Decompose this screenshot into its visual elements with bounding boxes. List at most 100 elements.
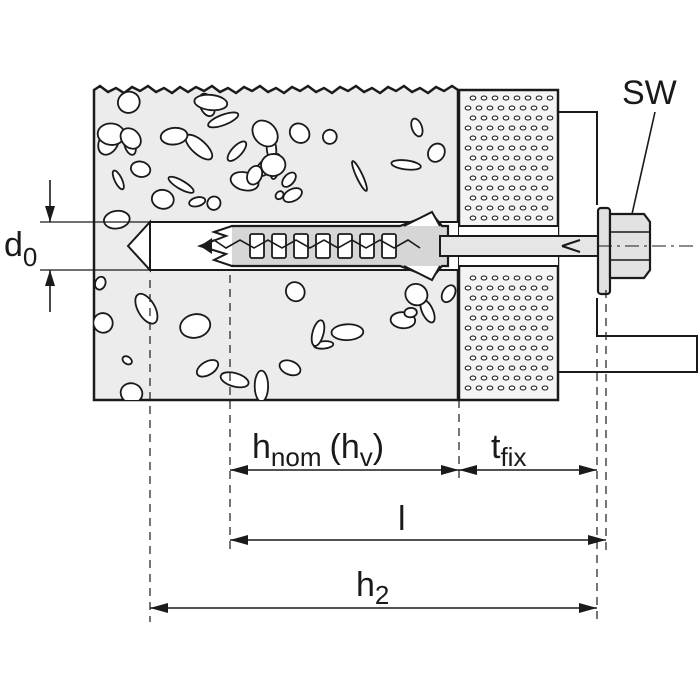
fixture-dot: [469, 195, 477, 201]
aggregate-pebble: [193, 93, 229, 112]
aggregate-pebble: [410, 117, 424, 138]
screw-tip: [200, 238, 212, 254]
fixture-dot: [546, 155, 554, 161]
fixture-dot: [513, 135, 521, 141]
fixture-dot: [464, 385, 472, 391]
fixture-dot: [513, 355, 521, 361]
aggregate-pebble: [119, 127, 142, 150]
fixture-dot: [464, 305, 472, 311]
aggregate-pebble: [130, 160, 152, 178]
fixture-dot: [519, 125, 527, 131]
aggregate-pebble: [226, 140, 248, 162]
fixture-dot: [519, 385, 527, 391]
fixture-dot: [469, 155, 477, 161]
plug-wing-top: [403, 210, 441, 227]
aggregate-pebble: [167, 175, 195, 194]
fixture-dot: [508, 325, 516, 331]
plug-wing-bottom: [403, 265, 441, 282]
fixture-dot: [497, 125, 505, 131]
fixture-dot: [513, 195, 521, 201]
aggregate-pebble: [310, 319, 326, 347]
concrete-aggregate: [94, 90, 457, 400]
fixture-dot: [546, 355, 554, 361]
fixture-dot: [486, 285, 494, 291]
fixture-dot: [530, 125, 538, 131]
aggregate-pebble: [403, 306, 418, 319]
fixture-dot: [546, 275, 554, 281]
fixture-dot: [524, 195, 532, 201]
plug-slots: [249, 233, 397, 259]
fixture-dot: [469, 355, 477, 361]
fixture-dot: [541, 185, 549, 191]
fixture-dot: [546, 295, 554, 301]
aggregate-pebble: [94, 312, 114, 334]
fixture-dot: [519, 205, 527, 211]
fixture-dot: [491, 195, 499, 201]
fixture-dot: [535, 195, 543, 201]
screw-thread: [199, 239, 421, 249]
fixture-dot: [508, 145, 516, 151]
drill-hole-tip: [126, 219, 151, 273]
fixture-dot: [491, 135, 499, 141]
aggregate-pebble: [330, 323, 365, 342]
fixture-dot: [464, 205, 472, 211]
fixture-dot: [546, 95, 554, 101]
aggregate-pebble: [440, 284, 457, 304]
hnom-label-paren-close: ): [373, 428, 384, 466]
fixture-dot: [541, 305, 549, 311]
d0-label-main: d: [4, 226, 23, 264]
fixture-dot: [480, 375, 488, 381]
fixture-dot: [502, 155, 510, 161]
d0-arrow-top: [45, 206, 55, 222]
aggregate-pebble: [134, 292, 159, 325]
fixture-dot: [513, 275, 521, 281]
aggregate-pebble: [219, 371, 250, 389]
fixture-dot: [486, 345, 494, 351]
fixture-dot: [508, 185, 516, 191]
fixture-dot: [480, 155, 488, 161]
fixture-dot: [502, 335, 510, 341]
fixture-dot: [480, 355, 488, 361]
fixture-dot: [491, 315, 499, 321]
fixture-dot: [541, 285, 549, 291]
fixture-dot: [480, 175, 488, 181]
fixture-dot: [530, 145, 538, 151]
fixture-dot: [480, 215, 488, 221]
aggregate-pebble: [427, 142, 446, 163]
fixture-dot: [475, 285, 483, 291]
hnom-label: hnom(hv): [252, 428, 384, 472]
fixture-dot: [502, 175, 510, 181]
fixture-dot: [480, 275, 488, 281]
fixture-dot: [519, 305, 527, 311]
fixture-dot: [486, 125, 494, 131]
fixture-dot: [513, 315, 521, 321]
fixture-dot: [480, 115, 488, 121]
plug-slot: [359, 233, 375, 259]
fixture-dot: [535, 375, 543, 381]
fixture-dot: [530, 165, 538, 171]
fixture-dot: [497, 145, 505, 151]
fixture-dot: [508, 205, 516, 211]
fixture-dot: [508, 365, 516, 371]
fixture-dot: [524, 295, 532, 301]
fixture-dot: [508, 165, 516, 171]
fixture-dot: [541, 345, 549, 351]
fixture-dot: [519, 345, 527, 351]
fixture-dot: [475, 205, 483, 211]
fixture-dot: [491, 155, 499, 161]
fixture-dot: [530, 325, 538, 331]
fixture-dot: [469, 335, 477, 341]
dimension-labels: SW d0 hnom(hv) tfix l h2: [4, 74, 677, 610]
aggregate-pebble: [251, 119, 279, 148]
fixture-dot: [469, 295, 477, 301]
aggregate-pebble: [179, 313, 212, 339]
fixture-dot: [469, 115, 477, 121]
fixture-dot: [535, 155, 543, 161]
aggregate-pebble: [195, 359, 220, 378]
fixture-dot: [491, 175, 499, 181]
fixture-dot: [464, 125, 472, 131]
fixture-dot: [513, 115, 521, 121]
h2-label-main: h: [356, 566, 375, 604]
h2-label-sub: 2: [375, 580, 389, 610]
aggregate-pebble: [321, 128, 338, 145]
